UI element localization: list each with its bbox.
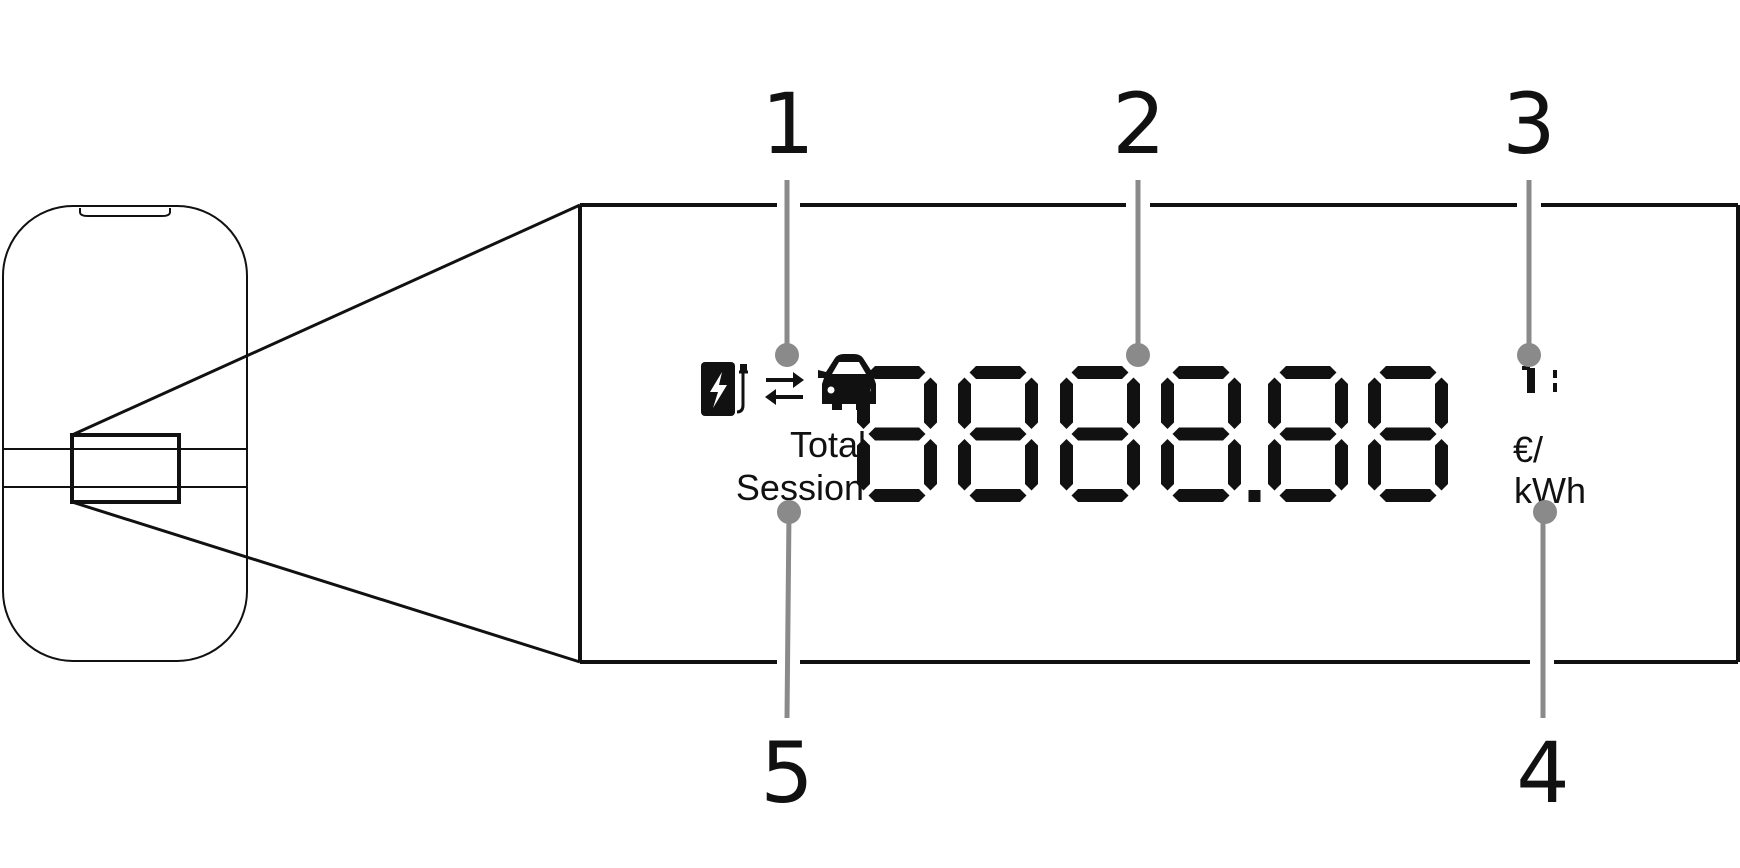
- digit-6: [1368, 366, 1448, 502]
- segment-middle: [1071, 427, 1129, 441]
- callout-dot-2: [1126, 343, 1150, 367]
- segment-upper-right: [924, 377, 937, 429]
- segment-upper-left: [1368, 377, 1381, 429]
- segment-upper-right: [1127, 377, 1140, 429]
- digit-1: [857, 366, 937, 502]
- callout-dot-4: [1533, 500, 1557, 524]
- segment-lower-left: [1268, 439, 1281, 491]
- segment-middle: [868, 427, 926, 441]
- segment-upper-left: [958, 377, 971, 429]
- segment-top: [1071, 366, 1129, 379]
- segment-top: [1172, 366, 1230, 379]
- display-window: [70, 433, 181, 504]
- callout-dot-5: [777, 500, 801, 524]
- mode-session-label: Session: [736, 467, 864, 508]
- segment-bottom: [1071, 489, 1129, 502]
- decimal-point: [1248, 490, 1261, 502]
- segment-middle: [1379, 427, 1437, 441]
- segment-top: [868, 366, 926, 379]
- segment-upper-right: [1025, 377, 1038, 429]
- callout-number-5: 5: [760, 724, 813, 822]
- segment-bottom: [1279, 489, 1337, 502]
- segment-lower-right: [1228, 439, 1241, 491]
- segment-lower-left: [857, 439, 870, 491]
- segment-top: [969, 366, 1027, 379]
- digit-5: [1268, 366, 1348, 502]
- segment-bottom: [1379, 489, 1437, 502]
- segment-upper-left: [1161, 377, 1174, 429]
- callout-lines: [784, 180, 1546, 719]
- callout-number-3: 3: [1502, 75, 1555, 173]
- digit-3: [1060, 366, 1140, 502]
- charger-device: [2, 205, 248, 662]
- digit-2: [958, 366, 1038, 502]
- digit-4: [1161, 366, 1241, 502]
- segment-lower-right: [1435, 439, 1448, 491]
- callout-dot-1: [775, 343, 799, 367]
- mode-total-label: Total: [790, 424, 866, 465]
- segment-lower-right: [1127, 439, 1140, 491]
- display-panel: [578, 203, 1740, 664]
- callout-dot-3: [1517, 343, 1541, 367]
- unit-currency-label: €/: [1513, 429, 1543, 470]
- bidirectional-arrows-icon: [765, 372, 804, 405]
- segment-lower-right: [924, 439, 937, 491]
- segment-bottom: [969, 489, 1027, 502]
- segment-lower-right: [1335, 439, 1348, 491]
- callout-numbers: 1 2 3 4 5: [760, 75, 1569, 822]
- callout-number-2: 2: [1112, 75, 1165, 173]
- segment-lower-left: [1161, 439, 1174, 491]
- segment-upper-right: [1335, 377, 1348, 429]
- segment-middle: [1172, 427, 1230, 441]
- callout-dots: [775, 343, 1557, 524]
- segment-bottom: [1172, 489, 1230, 502]
- magnification-lines: [71, 203, 581, 664]
- segment-upper-left: [857, 377, 870, 429]
- segment-lower-left: [958, 439, 971, 491]
- segment-upper-right: [1228, 377, 1241, 429]
- segment-upper-right: [1435, 377, 1448, 429]
- digit-display: [857, 366, 1448, 502]
- time-indicator: [1522, 366, 1557, 393]
- charging-station-icon: [701, 362, 748, 416]
- segment-middle: [969, 427, 1027, 441]
- callout-number-4: 4: [1516, 724, 1569, 822]
- segment-lower-right: [1025, 439, 1038, 491]
- unit-label: €/ kWh: [1513, 429, 1586, 511]
- segment-lower-left: [1368, 439, 1381, 491]
- mode-label: Total Session: [736, 424, 866, 508]
- segment-top: [1379, 366, 1437, 379]
- segment-bottom: [868, 489, 926, 502]
- segment-middle: [1279, 427, 1337, 441]
- segment-upper-left: [1060, 377, 1073, 429]
- segment-lower-left: [1060, 439, 1073, 491]
- segment-upper-left: [1268, 377, 1281, 429]
- callout-number-1: 1: [761, 75, 814, 173]
- segment-top: [1279, 366, 1337, 379]
